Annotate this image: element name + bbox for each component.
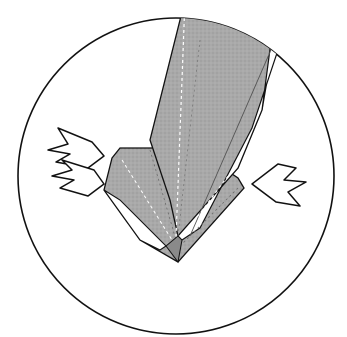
diagram-canvas bbox=[0, 0, 347, 337]
origami-diagram bbox=[0, 0, 347, 337]
